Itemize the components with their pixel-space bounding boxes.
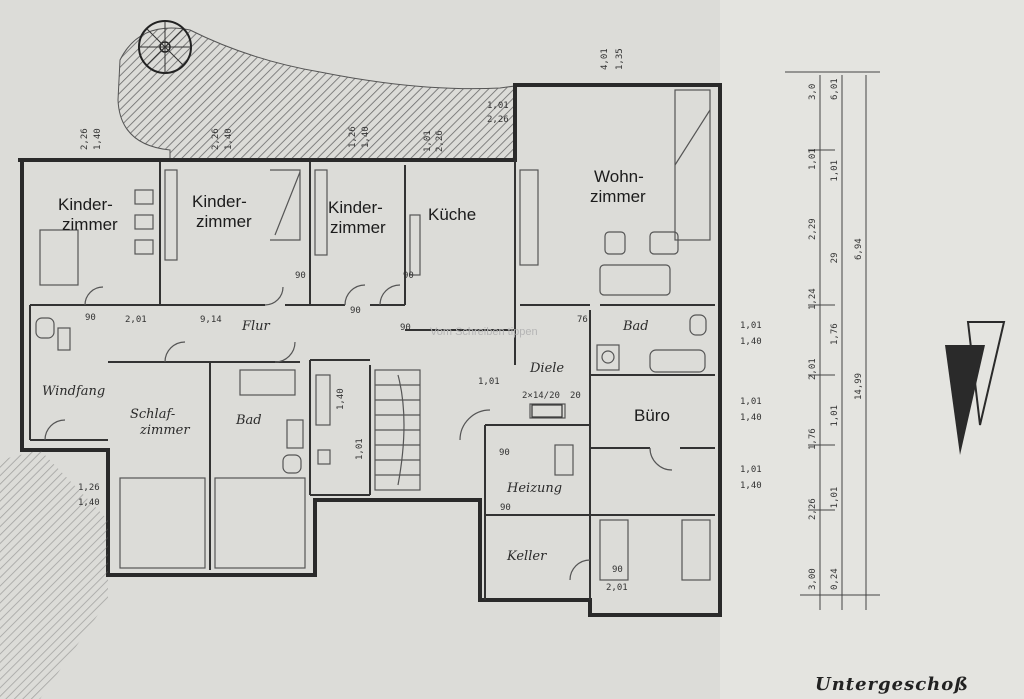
- room-buero: Büro: [634, 406, 670, 425]
- svg-text:Kinder-zimmer: Kinder-zimmer: [328, 198, 386, 237]
- dim-right_col3-0: 14,99: [854, 373, 864, 400]
- dim-right_col1-3: 2,01: [808, 358, 818, 380]
- room-schlafzimmer-line1: Schlaf-: [130, 407, 175, 422]
- dim-window-balcony-b: 2,26: [487, 115, 509, 125]
- dimension-labels: 2,26 1,40 2,26 1,40 1,26 1,40 1,01 2,26 …: [78, 48, 762, 593]
- dim-windfang-window-b: 1,40: [78, 498, 100, 508]
- dim-windfang-window-a: 1,26: [78, 483, 100, 493]
- dim-window-3-a: 1,26: [348, 126, 358, 148]
- north-arrow-icon: [945, 321, 1006, 455]
- room-keller: Keller: [506, 549, 547, 564]
- dim-right_col2-5: 1,01: [830, 160, 840, 182]
- room-kinderzimmer-1-line2: zimmer: [62, 215, 118, 234]
- dim-right_col2-0: 0,24: [830, 568, 840, 590]
- room-labels: Kinder-zimmer Kinder-zimmer Kinder-zimme…: [42, 167, 670, 564]
- room-heizung: Heizung: [506, 481, 562, 496]
- svg-text:Kinder-zimmer: Kinder-zimmer: [192, 192, 252, 231]
- dim-window-1-b: 1,40: [93, 128, 103, 150]
- heizung-size: 2×14/20: [522, 391, 560, 401]
- dim-wall-2-01: 2,01: [125, 315, 147, 325]
- dim-window-2-a: 2,26: [211, 128, 221, 150]
- dim-buero-window-a: 1,01: [740, 397, 762, 407]
- dim-bad-window-a: 1,01: [740, 321, 762, 331]
- dim-door-6: 90: [350, 306, 361, 316]
- dim-window-2-b: 1,40: [224, 128, 234, 150]
- room-diele: Diele: [529, 361, 564, 376]
- dim-top-right-a: 4,01: [600, 48, 610, 70]
- dim-stair-a: 1,40: [336, 388, 346, 410]
- right-dimension-lines: [785, 71, 880, 610]
- room-bad-main: Bad: [235, 413, 262, 428]
- dim-door-5: 90: [85, 313, 96, 323]
- room-wohnzimmer-line2: zimmer: [590, 187, 646, 206]
- dim-right_col2-1: 1,01: [830, 487, 840, 509]
- dim-window-1-a: 2,26: [80, 128, 90, 150]
- room-kinderzimmer-3-line1: Kinder-: [328, 198, 383, 217]
- dim-right_col1-6: 1,01: [808, 148, 818, 170]
- heizung-door: 90: [500, 503, 511, 513]
- dim-door-76: 76: [577, 315, 588, 325]
- room-wohnzimmer-line1: Wohn-: [594, 167, 644, 186]
- dim-keller-door-a: 90: [612, 565, 623, 575]
- room-kueche: Küche: [428, 205, 476, 224]
- svg-text:Wohn-zimmer: Wohn-zimmer: [590, 167, 646, 206]
- dim-right_col2-4: 29: [830, 252, 840, 263]
- dim-right_col1-4: 1,24: [808, 288, 818, 310]
- dim-heizung-window-b: 1,40: [740, 481, 762, 491]
- dim-right_col2-6: 6,01: [830, 78, 840, 100]
- room-kinderzimmer-1-line1: Kinder-: [58, 195, 113, 214]
- plan-title: Untergeschoß: [815, 674, 969, 695]
- dim-door-4: 90: [499, 448, 510, 458]
- room-kinderzimmer-2-line1: Kinder-: [192, 192, 247, 211]
- dim-window-kueche-b: 2,26: [435, 130, 445, 152]
- dim-keller-door-b: 2,01: [606, 583, 628, 593]
- dim-wall-9-14: 9,14: [200, 315, 222, 325]
- dim-right_col3-1: 6,94: [854, 238, 864, 260]
- right-column-dimensions: 3,00 2,26 1,76 2,01 1,24 2,29 1,01 3,0 0,24 1,01 1…: [808, 78, 864, 590]
- dim-right_col2-2: 1,01: [830, 405, 840, 427]
- dim-buero-window-b: 1,40: [740, 413, 762, 423]
- terrace-area: [117, 27, 516, 161]
- dim-heizung-window-a: 1,01: [740, 465, 762, 475]
- dim-diele-door: 1,01: [478, 377, 500, 387]
- dim-right_col1-1: 2,26: [808, 498, 818, 520]
- svg-text:Kinder-zimmer: Kinder-zimmer: [58, 195, 118, 234]
- dim-stair-b: 1,01: [355, 438, 365, 460]
- dim-right_col2-3: 1,76: [830, 323, 840, 345]
- entrance-stairs: [0, 450, 108, 699]
- dim-window-balcony-a: 1,01: [487, 101, 509, 111]
- dim-bad-window-b: 1,40: [740, 337, 762, 347]
- spiral-stair: [138, 20, 192, 74]
- interior-walls: [29, 160, 715, 600]
- heizung-small: 20: [570, 391, 581, 401]
- dim-window-kueche-a: 1,01: [423, 130, 433, 152]
- dim-window-3-b: 1,40: [361, 126, 371, 148]
- door-swings: [44, 284, 673, 581]
- room-kinderzimmer-3-line2: zimmer: [330, 218, 386, 237]
- room-bad-top: Bad: [622, 319, 649, 334]
- dim-door-3: 90: [400, 323, 411, 333]
- room-flur: Flur: [241, 319, 271, 334]
- dim-right_col1-5: 2,29: [808, 218, 818, 240]
- watermark: Vom Schreiben tippen: [430, 326, 538, 338]
- furniture: [35, 89, 711, 581]
- room-schlafzimmer-line2: zimmer: [139, 423, 190, 438]
- stairs: [374, 369, 421, 491]
- heizung-annotations: 2×14/20 20 90: [500, 391, 581, 513]
- dim-right_col1-0: 3,00: [808, 568, 818, 590]
- dim-right_col1-7: 3,0: [808, 84, 818, 100]
- outer-walls: [18, 83, 722, 617]
- dim-right_col1-2: 1,76: [808, 428, 818, 450]
- dim-top-right-b: 1,35: [615, 48, 625, 70]
- room-windfang: Windfang: [42, 384, 105, 399]
- svg-text:Schlaf-zimmer: Schlaf-zimmer: [130, 407, 190, 438]
- room-kinderzimmer-2-line2: zimmer: [196, 212, 252, 231]
- dim-door-2: 90: [403, 271, 414, 281]
- dim-door-1: 90: [295, 271, 306, 281]
